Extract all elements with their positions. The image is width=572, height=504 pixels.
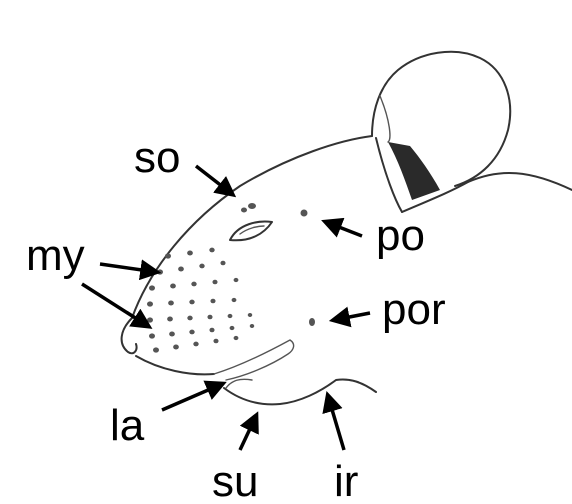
whisker-dot	[250, 324, 255, 328]
whisker-dot	[169, 332, 175, 337]
whisker-dot	[212, 280, 217, 284]
arrow-su	[240, 416, 256, 450]
whisker-dot	[187, 251, 193, 256]
label-por: por	[382, 285, 446, 334]
whisker-dot	[149, 285, 155, 290]
whisker-dot	[191, 282, 196, 287]
arrow-la	[162, 384, 222, 410]
arrow-so	[196, 166, 232, 194]
label-ir: ir	[334, 457, 358, 504]
whisker-dot	[230, 326, 235, 330]
label-so: so	[134, 133, 180, 182]
supraorbital-dots	[241, 203, 256, 213]
whisker-dot	[187, 316, 192, 321]
arrow-my-upper	[100, 264, 156, 272]
label-my: my	[26, 231, 85, 280]
whisker-dot	[220, 261, 225, 265]
whisker-dot	[178, 267, 184, 272]
whisker-dot	[168, 301, 174, 306]
arrow-ir	[328, 396, 344, 450]
whisker-dot	[199, 264, 204, 269]
ear-inner-shading	[388, 142, 440, 200]
whisker-dot	[234, 336, 239, 340]
whisker-dot	[165, 253, 171, 258]
whisker-dot	[248, 313, 253, 317]
whisker-dot	[167, 317, 173, 322]
label-la: la	[110, 401, 145, 450]
whisker-dot	[209, 328, 214, 332]
whisker-dot	[147, 317, 153, 322]
whisker-dot	[157, 269, 163, 274]
whisker-dot	[207, 315, 212, 319]
postorbital-dot	[301, 210, 308, 217]
label-po: po	[376, 211, 425, 260]
whisker-dot	[193, 342, 198, 347]
whisker-dot	[153, 347, 159, 352]
head-outline	[122, 52, 572, 405]
mystacial-whisker-pad	[147, 248, 254, 353]
whisker-dot	[209, 248, 214, 253]
arrow-po	[326, 222, 362, 236]
whisker-dot	[149, 333, 155, 338]
whisker-dot	[228, 314, 233, 318]
label-su: su	[212, 457, 258, 504]
whisker-dot	[210, 299, 215, 303]
whisker-dot	[147, 301, 153, 306]
whisker-dot	[170, 284, 176, 289]
arrow-por	[334, 313, 370, 320]
whisker-dot	[173, 345, 179, 350]
eye	[230, 222, 272, 241]
whisker-dot	[213, 339, 218, 343]
whisker-dot	[189, 300, 194, 305]
posterior-orbital-dot	[309, 318, 315, 326]
whisker-dot	[234, 278, 239, 282]
whisker-dot	[232, 298, 237, 302]
whisker-dot	[189, 330, 194, 335]
